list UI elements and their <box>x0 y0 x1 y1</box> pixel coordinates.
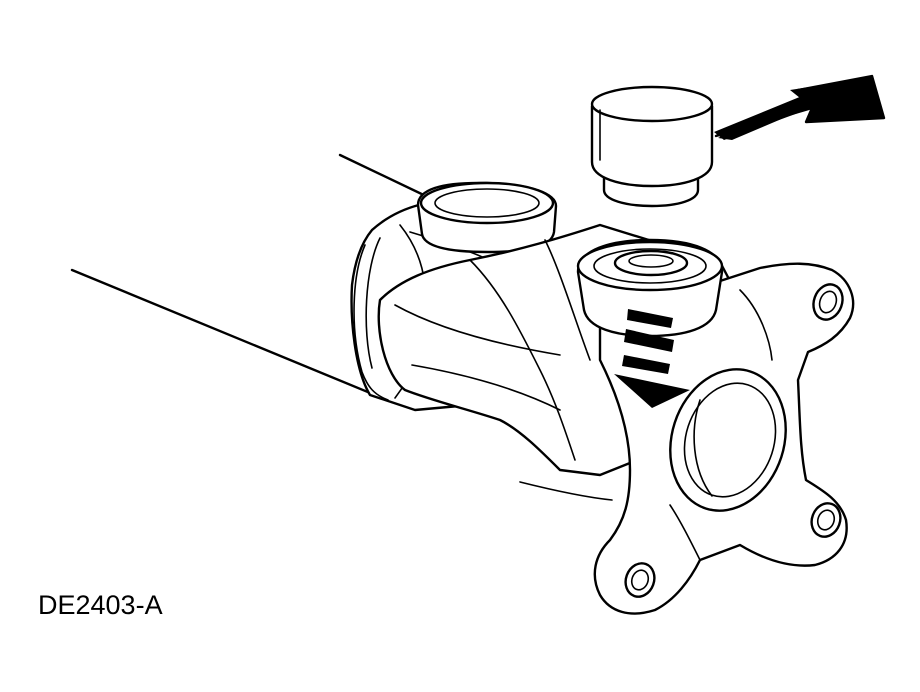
flange-bearing-bore <box>669 368 787 512</box>
top-bearing-cap <box>416 181 558 254</box>
down-arrow-icon <box>614 309 690 408</box>
flange-bolt-hole-bottom-right <box>810 502 842 538</box>
flange-bolt-hole-bottom-left <box>624 562 656 598</box>
yoke-bearing-bore <box>576 238 724 338</box>
figure-code-label: DE2403-A <box>38 590 163 620</box>
flange-bolt-hole-top-right <box>812 283 844 321</box>
flange-yoke <box>593 262 855 615</box>
bearing-cup <box>590 85 714 208</box>
driveshaft-tube <box>70 153 613 501</box>
push-arrow-icon <box>714 74 886 140</box>
